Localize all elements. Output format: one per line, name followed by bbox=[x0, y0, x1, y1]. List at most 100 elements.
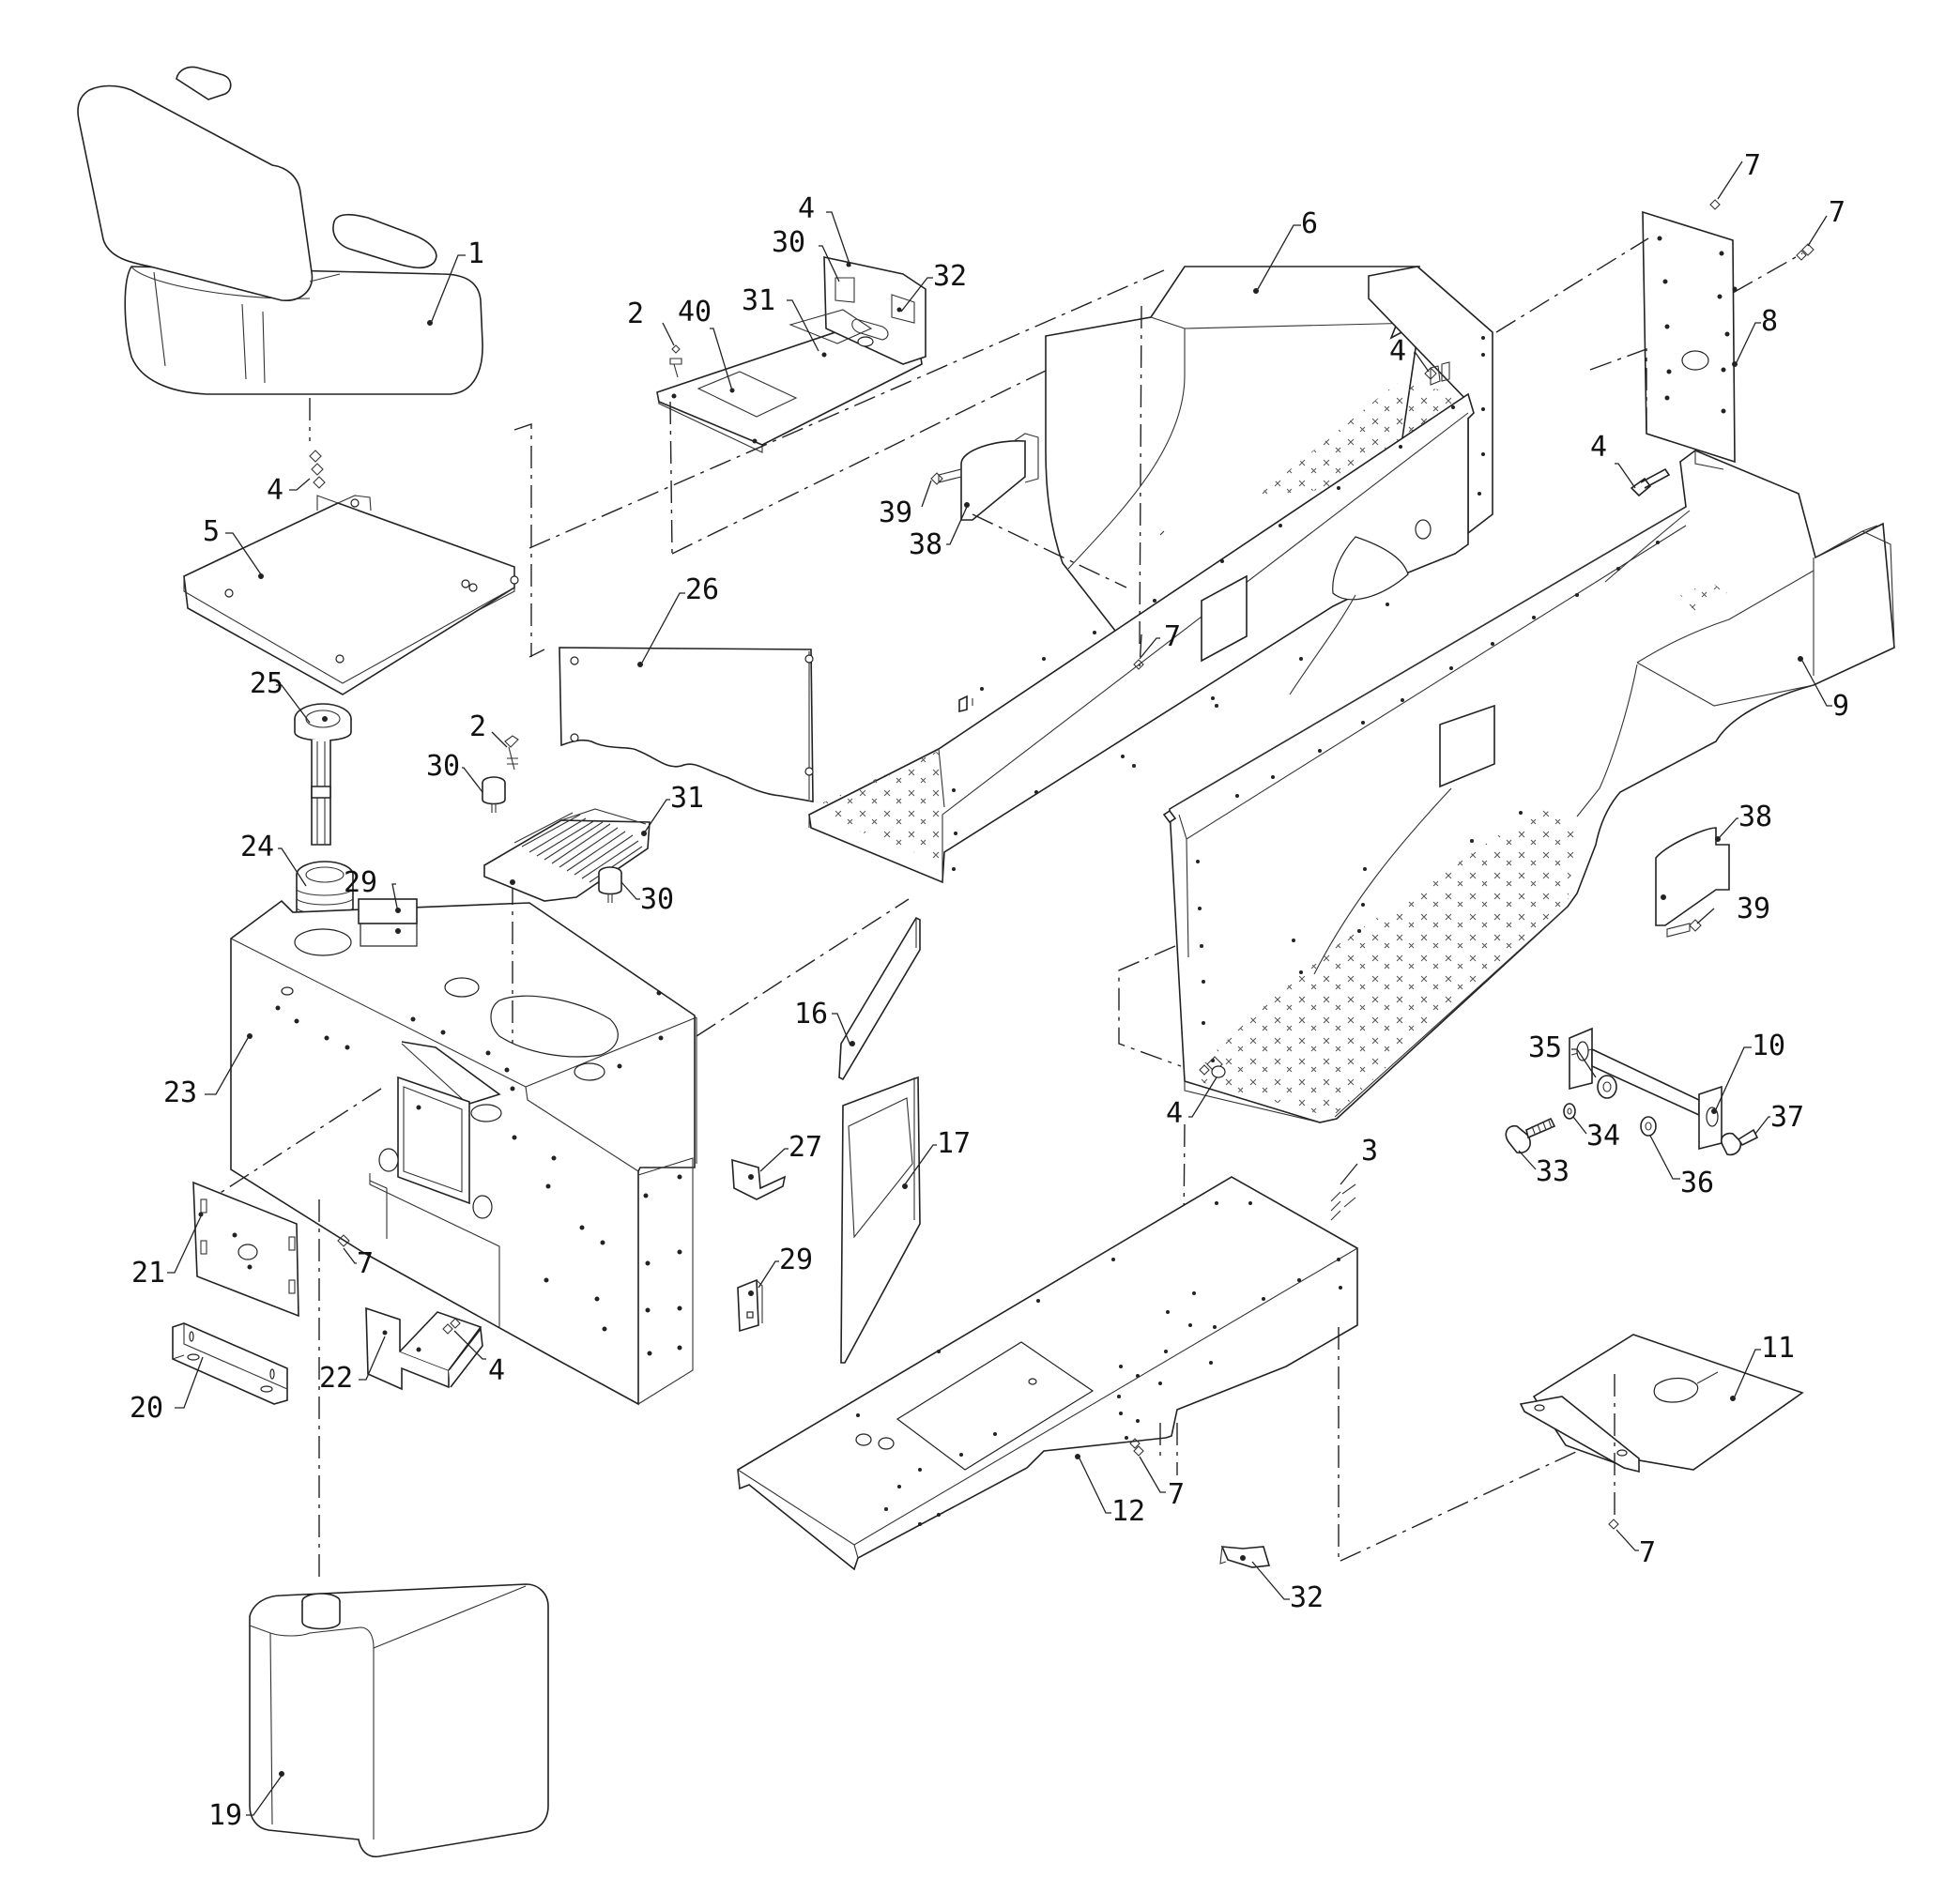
leader-22: 26 bbox=[641, 573, 719, 664]
centerline-plate8-a bbox=[1495, 237, 1649, 333]
fastener-7-body: 7 bbox=[337, 1234, 374, 1280]
callout-7-top2: 7 bbox=[1829, 196, 1845, 229]
fastener-7-plate11: 7 bbox=[1608, 1519, 1656, 1569]
callout-12: 12 bbox=[1111, 1495, 1145, 1528]
centerline-frame6-top bbox=[1139, 305, 1142, 667]
callout-5: 5 bbox=[203, 515, 220, 548]
part-bumper-30b: 30 bbox=[598, 866, 674, 916]
callout-36: 36 bbox=[1680, 1167, 1714, 1199]
callout-23: 27 bbox=[789, 1131, 822, 1164]
leader-38a: 38 bbox=[909, 506, 968, 561]
callout-27: 32 bbox=[933, 260, 967, 293]
callout-32: 32 bbox=[1290, 1581, 1324, 1614]
part-tank-15 bbox=[249, 1583, 549, 1858]
fastener-4-frame6: 4 bbox=[1389, 335, 1450, 386]
callout-13: 16 bbox=[794, 998, 828, 1030]
leader-1: 1 bbox=[431, 237, 484, 322]
callout-8: 8 bbox=[1761, 305, 1778, 338]
fastener-7-top1: 7 bbox=[1709, 149, 1761, 210]
callout-4-18: 4 bbox=[488, 1354, 505, 1387]
callout-2-top: 2 bbox=[627, 298, 644, 330]
leader-13: 16 bbox=[794, 998, 851, 1046]
callout-31: 31 bbox=[670, 782, 704, 815]
centerline-panel-40-c bbox=[528, 269, 1165, 549]
callout-30a: 30 bbox=[426, 750, 460, 783]
part-body-19 bbox=[230, 899, 697, 1406]
part-seat-plate bbox=[183, 495, 519, 695]
part-base-12 bbox=[737, 1176, 1358, 1571]
part-washer-34: 34 bbox=[1563, 1103, 1620, 1153]
callout-7-frame6: 7 bbox=[1164, 620, 1181, 653]
fastener-2-grille: 2 bbox=[469, 710, 519, 771]
centerline-seat-plate bbox=[513, 423, 545, 658]
callout-39b: 39 bbox=[1737, 893, 1770, 925]
callout-33: 33 bbox=[1536, 1155, 1570, 1188]
callout-15: 19 bbox=[208, 1799, 242, 1832]
leader-25: 30 bbox=[772, 226, 840, 282]
callout-3: 4 bbox=[798, 192, 815, 225]
callout-4-frame6: 4 bbox=[1389, 335, 1406, 368]
part-plate-11 bbox=[1519, 1334, 1804, 1473]
fastener-7-base: 7 bbox=[1129, 1438, 1185, 1511]
leader-19: 23 bbox=[163, 1037, 249, 1109]
part-frame-9 bbox=[1162, 450, 1895, 1123]
part-gauge-21 bbox=[294, 703, 352, 846]
callout-4-seat: 4 bbox=[267, 474, 283, 507]
leader-10: 10 bbox=[1715, 1030, 1785, 1110]
part-bolt-33: 33 bbox=[1505, 1117, 1570, 1188]
callout-19: 23 bbox=[163, 1076, 197, 1109]
leader-5: 5 bbox=[203, 515, 262, 575]
centerline-frame9-left bbox=[1118, 945, 1182, 1067]
callout-20: 24 bbox=[240, 831, 274, 863]
centerline-panel-40 bbox=[669, 401, 673, 555]
callout-25: 30 bbox=[772, 226, 805, 259]
fastener-4-frame9: 4 bbox=[1166, 1056, 1226, 1130]
leader-8: 8 bbox=[1736, 305, 1778, 363]
part-label-29: 29 bbox=[344, 866, 418, 924]
callout-22: 26 bbox=[685, 573, 719, 606]
fastener-4-18: 4 bbox=[442, 1318, 505, 1387]
part-panel-22 bbox=[559, 647, 814, 802]
leader-14: 17 bbox=[904, 1127, 971, 1185]
callout-21: 25 bbox=[250, 667, 283, 700]
part-panel-14 bbox=[840, 1076, 921, 1364]
part-grille-31 bbox=[483, 808, 651, 902]
part-bumper-30a: 30 bbox=[426, 750, 506, 813]
callout-40: 40 bbox=[678, 296, 712, 328]
part-plate-17 bbox=[192, 1181, 299, 1318]
callout-29: 29 bbox=[344, 866, 377, 899]
fastener-7-top2: 7 bbox=[1796, 196, 1845, 261]
callout-4-base: 3 bbox=[1361, 1135, 1378, 1168]
callout-2-grille: 2 bbox=[469, 710, 486, 743]
centerline-body-right bbox=[696, 898, 910, 1037]
leader-17: 21 bbox=[131, 1215, 202, 1290]
leader-26: 31 bbox=[742, 284, 819, 352]
fastener-4-base: 3 bbox=[1330, 1135, 1378, 1221]
centerline-plate8-c bbox=[1732, 252, 1803, 294]
callout-7-top1: 7 bbox=[1744, 149, 1761, 182]
fastener-4-plate8: 4 bbox=[1590, 431, 1671, 497]
part-bracket-16 bbox=[172, 1322, 288, 1405]
callout-7-base: 7 bbox=[1168, 1478, 1185, 1511]
leader-27: 32 bbox=[900, 260, 967, 313]
leader-12: 12 bbox=[1079, 1458, 1145, 1528]
part-washer-35: 35 bbox=[1528, 1031, 1617, 1099]
callout-35: 35 bbox=[1528, 1031, 1562, 1064]
callout-7-plate11: 7 bbox=[1639, 1536, 1656, 1569]
fastener-39b: 39 bbox=[1666, 893, 1770, 938]
callout-34: 34 bbox=[1586, 1120, 1620, 1153]
part-bracket-18 bbox=[365, 1306, 483, 1391]
callout-38a: 38 bbox=[909, 528, 942, 561]
part-nut-36: 36 bbox=[1640, 1116, 1714, 1199]
leader-6: 6 bbox=[1257, 207, 1318, 290]
callout-30b: 30 bbox=[640, 883, 674, 916]
part-bolt-37: 37 bbox=[1721, 1101, 1804, 1156]
fastener-2-top: 2 bbox=[627, 298, 682, 378]
callout-11: 11 bbox=[1761, 1332, 1795, 1365]
leader-40: 40 bbox=[678, 296, 733, 391]
centerline-base-right bbox=[1338, 1327, 1615, 1564]
part-bracket-23: 27 bbox=[731, 1131, 822, 1200]
callout-38b: 38 bbox=[1738, 801, 1772, 833]
part-seat bbox=[77, 66, 483, 395]
leader-31: 31 bbox=[643, 782, 704, 834]
